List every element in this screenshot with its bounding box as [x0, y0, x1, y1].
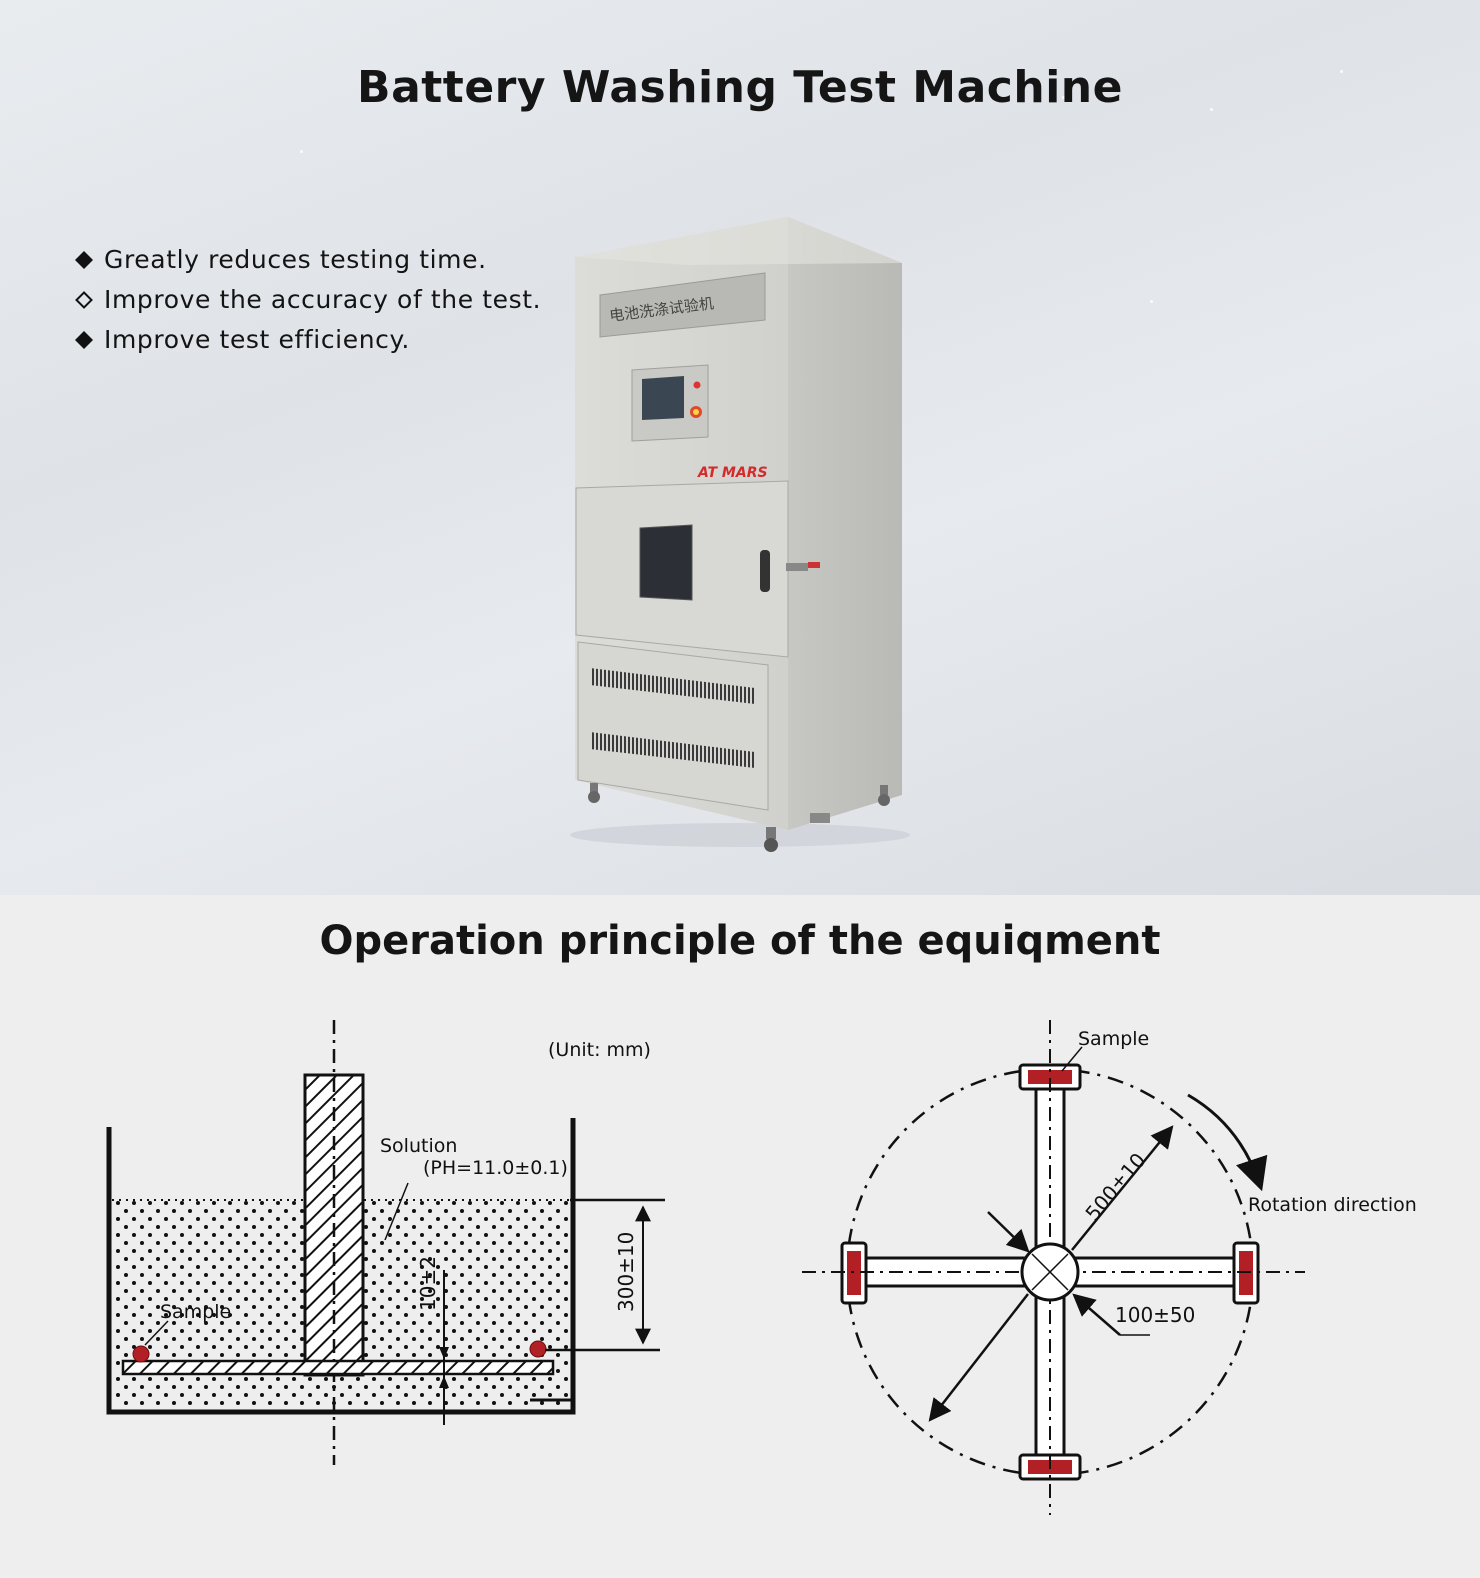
brand-mark: AT MARS	[697, 465, 768, 481]
page-title: Battery Washing Test Machine	[357, 62, 1123, 113]
lower-cabinet	[577, 641, 769, 811]
radius-dimension: 500±10	[1080, 1148, 1150, 1225]
filled-diamond-icon	[75, 251, 93, 269]
solution-ph: (PH=11.0±0.1)	[423, 1157, 568, 1179]
sparkle	[300, 150, 303, 153]
control-panel	[631, 364, 709, 442]
feature-list: Greatly reduces testing time. Improve th…	[74, 240, 541, 360]
rotation-arrow-icon	[1187, 1093, 1268, 1192]
sample-top	[1028, 1070, 1072, 1084]
feature-text: Improve test efficiency.	[104, 325, 410, 354]
feature-item: Improve the accuracy of the test.	[74, 280, 541, 320]
hub-dimension: 100±50	[1115, 1303, 1195, 1327]
machine-label-plate: 电池洗涤试验机	[599, 272, 766, 338]
tank-wall	[106, 1118, 576, 1415]
test-chamber-door	[575, 480, 820, 658]
sparkle	[1150, 300, 1153, 303]
section-title: Operation principle of the equiqment	[319, 918, 1161, 964]
machine-illustration: 电池洗涤试验机 AT MARS	[570, 217, 910, 852]
door-handle	[760, 550, 770, 592]
height-dimension: 300±10	[614, 1232, 638, 1312]
tank-diagram: (Unit: mm) Sample Solution (PH=11.0±0.1)…	[106, 1020, 665, 1465]
sparkle	[1210, 108, 1213, 111]
sample-ball-right	[529, 1340, 547, 1358]
caster-wheels	[588, 783, 890, 852]
solution-label: Solution	[380, 1135, 457, 1157]
feature-text: Improve the accuracy of the test.	[104, 285, 542, 314]
rotor-diagram: 500±10 100±50 Sample Rotation direction	[802, 1020, 1417, 1515]
sparkle	[1062, 96, 1065, 99]
feature-item: Greatly reduces testing time.	[74, 240, 541, 280]
sample-label: Sample	[1078, 1028, 1149, 1050]
sample-ball-left	[132, 1345, 150, 1363]
touch-screen	[642, 376, 684, 420]
rotation-label: Rotation direction	[1248, 1194, 1417, 1216]
feature-text: Greatly reduces testing time.	[104, 245, 487, 274]
outline-diamond-icon	[75, 291, 93, 309]
bottom-dimension: 10±2	[416, 1256, 440, 1311]
sparkle	[1340, 70, 1343, 73]
filled-diamond-icon	[75, 331, 93, 349]
feature-item: Improve test efficiency.	[74, 320, 541, 360]
sample-label: Sample	[160, 1301, 231, 1323]
sample-tray	[121, 1359, 555, 1376]
unit-label: (Unit: mm)	[548, 1039, 651, 1061]
sample-left	[847, 1251, 861, 1295]
